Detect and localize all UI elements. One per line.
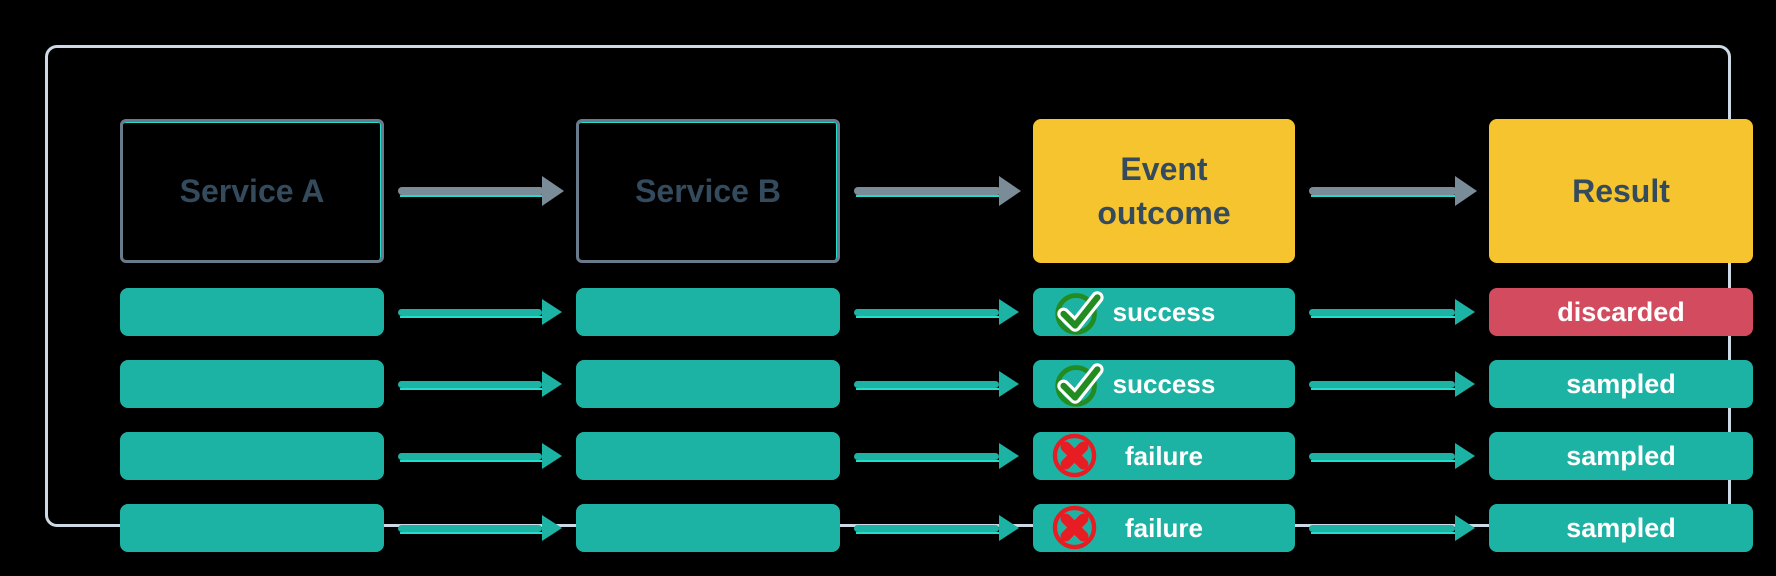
trace-bar bbox=[576, 360, 840, 408]
outcome-pill: success bbox=[1033, 288, 1295, 336]
check-circle-icon bbox=[1051, 283, 1107, 339]
arrow-icon bbox=[840, 504, 1033, 552]
outcome-label: failure bbox=[1124, 512, 1204, 543]
flow-arrow-icon bbox=[384, 167, 576, 215]
arrow-icon bbox=[840, 288, 1033, 336]
result-pill-label: discarded bbox=[1557, 296, 1685, 327]
arrow-icon bbox=[840, 360, 1033, 408]
trace-bar bbox=[120, 288, 384, 336]
arrow-icon bbox=[1295, 360, 1489, 408]
result-pill: discarded bbox=[1489, 288, 1753, 336]
trace-bar bbox=[120, 360, 384, 408]
result-label: Result bbox=[1572, 173, 1670, 209]
x-circle-icon bbox=[1051, 432, 1098, 479]
trace-bar bbox=[120, 504, 384, 552]
service-b-label: Service B bbox=[635, 172, 781, 209]
arrow-icon bbox=[384, 360, 576, 408]
outcome-label: success bbox=[1112, 296, 1216, 327]
diagram-frame: Service A Service B Event outcome Result bbox=[45, 45, 1753, 552]
result-pill: sampled bbox=[1489, 432, 1753, 480]
trace-bar bbox=[120, 432, 384, 480]
trace-bar bbox=[576, 504, 840, 552]
flow-arrow-icon bbox=[840, 167, 1033, 215]
outcome-pill: failure bbox=[1033, 432, 1295, 480]
check-circle-icon bbox=[1051, 355, 1107, 411]
event-outcome-box: Event outcome bbox=[1033, 119, 1295, 263]
arrow-icon bbox=[840, 432, 1033, 480]
arrow-icon bbox=[384, 504, 576, 552]
result-pill: sampled bbox=[1489, 504, 1753, 552]
outcome-pill: success bbox=[1033, 360, 1295, 408]
outcome-pill: failure bbox=[1033, 504, 1295, 552]
trace-line bbox=[1311, 195, 1463, 197]
arrow-icon bbox=[384, 288, 576, 336]
result-pill-label: sampled bbox=[1566, 440, 1676, 471]
service-a-box: Service A bbox=[120, 119, 384, 263]
trace-line bbox=[856, 195, 1007, 197]
service-b-box: Service B bbox=[576, 119, 840, 263]
arrow-icon bbox=[1295, 432, 1489, 480]
arrow-icon bbox=[1295, 288, 1489, 336]
result-pill: sampled bbox=[1489, 360, 1753, 408]
x-circle-icon bbox=[1051, 504, 1098, 551]
trace-line bbox=[400, 195, 550, 197]
flow-arrow-icon bbox=[1295, 167, 1489, 215]
result-pill-label: sampled bbox=[1566, 368, 1676, 399]
outcome-label: failure bbox=[1124, 440, 1204, 471]
event-outcome-label: Event outcome bbox=[1097, 151, 1231, 231]
result-pill-label: sampled bbox=[1566, 512, 1676, 543]
trace-bar bbox=[576, 432, 840, 480]
result-box: Result bbox=[1489, 119, 1753, 263]
service-a-label: Service A bbox=[179, 172, 325, 209]
outcome-label: success bbox=[1112, 368, 1216, 399]
trace-bar bbox=[576, 288, 840, 336]
arrow-icon bbox=[384, 432, 576, 480]
arrow-icon bbox=[1295, 504, 1489, 552]
